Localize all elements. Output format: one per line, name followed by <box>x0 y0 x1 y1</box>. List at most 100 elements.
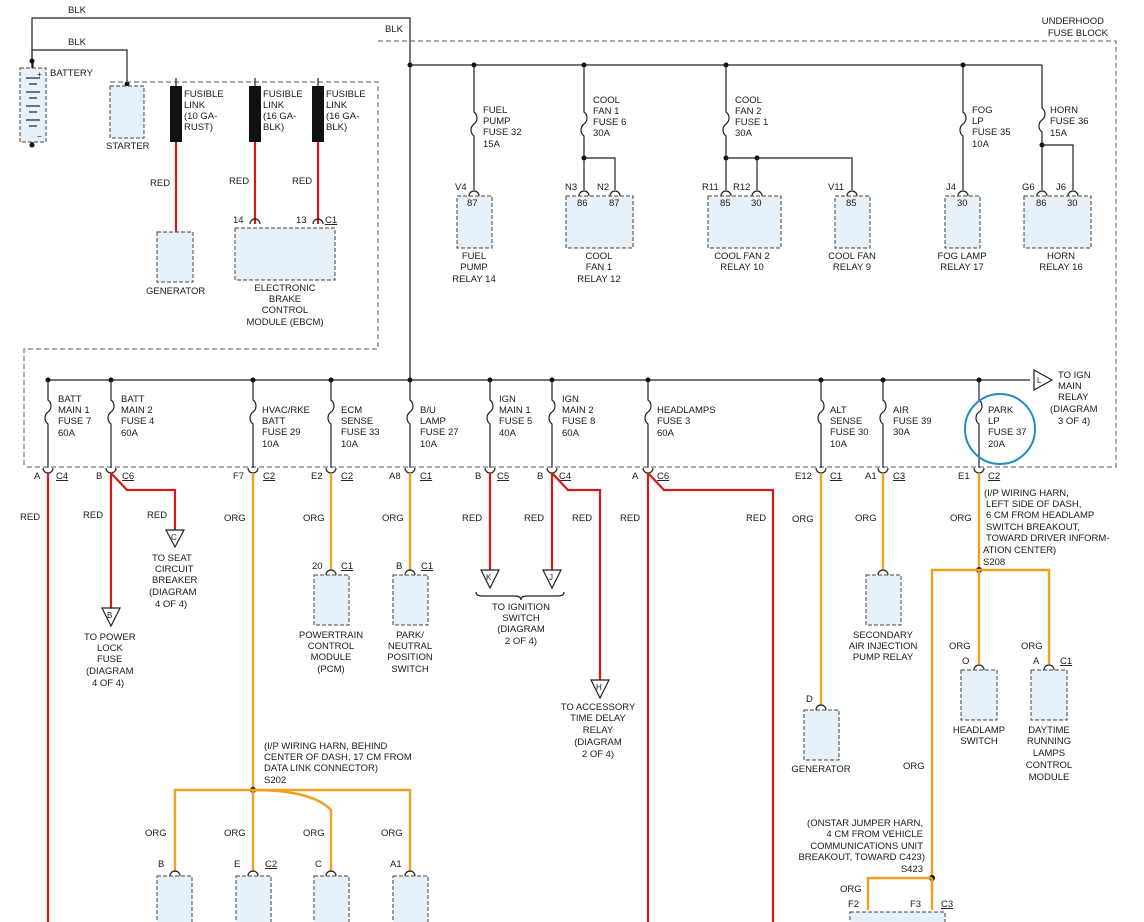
ebcm-label: CONTROL <box>262 305 308 316</box>
relay-pin: R12 <box>733 182 750 193</box>
splice-s423-label: 4 CM FROM VEHICLE <box>826 829 923 840</box>
to-ign-label: TO IGN <box>1058 370 1091 381</box>
bus-fuse-text: 40A <box>499 428 517 439</box>
relay-terminal: 30 <box>957 198 968 209</box>
wire-label-org: ORG <box>303 513 325 524</box>
branch-connector: C2 <box>265 859 277 870</box>
to-ign-label: RELAY <box>1058 392 1089 403</box>
pcm-label: MODULE <box>311 652 352 663</box>
relay-label: RELAY 16 <box>1039 262 1082 273</box>
connector-arcs <box>42 467 985 474</box>
splice-s208-label: 6 CM FROM HEADLAMP <box>986 510 1094 521</box>
relay-label: FAN 1 <box>586 262 612 273</box>
relay-terminal: 86 <box>1036 198 1047 209</box>
wire-label-org: ORG <box>855 513 877 524</box>
relay-label: RELAY 9 <box>833 262 871 273</box>
bus-fuse-hvac-rke: HVAC/RKE BATT FUSE 29 10A F7 C2 <box>233 377 310 482</box>
wire-label-red: RED <box>620 513 640 524</box>
fusible-link-3-text: LINK <box>326 100 348 111</box>
bus-fuse-connector: C6 <box>122 471 134 482</box>
fuse-text: LP <box>972 116 984 127</box>
fuse-text: FUSE 6 <box>593 117 626 128</box>
relay-label: FUEL <box>462 251 486 262</box>
to-ign-label: 3 OF 4) <box>1058 416 1090 427</box>
underhood-fuse-block-boundary <box>24 40 1117 468</box>
wire-label-org: ORG <box>949 641 971 652</box>
bus-fuse-headlamps: HEADLAMPS FUSE 3 60A A C6 <box>632 377 716 482</box>
wire-label-red: RED <box>20 512 40 523</box>
drl-pin: A <box>1033 656 1040 667</box>
pcm: 20 C1 POWERTRAIN CONTROL MODULE (PCM) <box>299 561 363 675</box>
relay-terminal: 85 <box>846 198 857 209</box>
splice-s202-label: (I/P WIRING HARN, BEHIND <box>264 741 387 752</box>
branch-pin: A1 <box>390 859 402 870</box>
to-seat-label: BREAKER <box>152 575 198 586</box>
drl-connector: C1 <box>1060 656 1072 667</box>
bus-fuse-text: MAIN 2 <box>562 405 594 416</box>
bus-fuse-pin: B <box>475 471 481 482</box>
bus-fuse-connector: C3 <box>893 471 905 482</box>
to-accessory-label: TIME DELAY <box>570 713 626 724</box>
to-seat-label: (DIAGRAM <box>149 587 197 598</box>
bus-fuse-text: AIR <box>893 405 909 416</box>
secondary-air-label: SECONDARY <box>853 630 914 641</box>
bus-fuse-connector: C1 <box>830 471 842 482</box>
bus-fuse-text: ALT <box>830 405 847 416</box>
drl-label: DAYTIME <box>1028 725 1070 736</box>
drl-label: LAMPS <box>1033 748 1065 759</box>
to-power-lock-flag-letter: B <box>107 611 112 620</box>
fuse-text: COOL <box>593 95 620 106</box>
drl-label: CONTROL <box>1026 760 1072 771</box>
to-ign-label: (DIAGRAM <box>1050 404 1098 415</box>
wire-label-org: ORG <box>950 513 972 524</box>
wire-label-org: ORG <box>303 828 325 839</box>
to-ignition-flag-k: K <box>486 573 492 582</box>
wire-red-accessory <box>551 472 602 680</box>
wire-label-red: RED <box>150 178 170 189</box>
wire-label-red: RED <box>462 513 482 524</box>
park-neutral-switch: B C1 PARK/ NEUTRAL POSITION SWITCH <box>387 561 433 675</box>
bus-fuse-text: FUSE 8 <box>562 416 595 427</box>
park-neutral-label: PARK/ <box>396 630 424 641</box>
ebcm-pin-14: 14 <box>233 215 244 226</box>
bus-fuse-bu-lamp: B/U LAMP FUSE 27 10A A8 C1 <box>389 377 459 482</box>
park-neutral-label: POSITION <box>387 652 433 663</box>
s423-pin-f3: F3 <box>910 899 921 910</box>
bus-fuse-text: FUSE 5 <box>499 416 532 427</box>
highlight-circle <box>964 393 1036 465</box>
splice-s208-label: (I/P WIRING HARN, <box>984 488 1069 499</box>
to-seat-label: CIRCUIT <box>155 564 194 575</box>
pcm-connector: C1 <box>341 561 353 572</box>
bus-fuse-pin: A1 <box>865 471 877 482</box>
fusible-link-1-text: RUST) <box>184 122 213 133</box>
relay-cool-fan-1: N3 N2 86 87 COOL FAN 1 RELAY 12 <box>565 182 634 285</box>
relay-label: RELAY 17 <box>940 262 983 273</box>
bus-fuse-ecm-sense: ECM SENSE FUSE 33 10A E2 C2 <box>311 377 380 482</box>
fuse-text: 15A <box>483 139 501 150</box>
park-neutral-label: SWITCH <box>391 664 429 675</box>
relay-pin: N2 <box>597 182 609 193</box>
park-neutral-label: NEUTRAL <box>388 641 432 652</box>
bus-fuse-pin: A8 <box>389 471 401 482</box>
splice-s423-label: (ONSTAR JUMPER HARN, <box>807 818 923 829</box>
bus-fuse-text: B/U <box>420 405 436 416</box>
bus-fuse-text: 20A <box>988 439 1006 450</box>
to-accessory-label: TO ACCESSORY <box>561 702 636 713</box>
bus-fuse-text: 10A <box>830 439 848 450</box>
fusible-link-2: FUSIBLE LINK (16 GA- BLK) RED <box>229 78 303 224</box>
relay-terminal: 87 <box>609 198 620 209</box>
pcm-label: CONTROL <box>308 641 354 652</box>
fusible-link-1: FUSIBLE LINK (10 GA- RUST) RED <box>150 78 224 232</box>
fuse-text: FAN 1 <box>593 106 619 117</box>
bus-fuse-connector: C4 <box>559 471 571 482</box>
splice-s423-id: S423 <box>901 864 923 875</box>
splice-s202-label: CENTER OF DASH, 17 CM FROM <box>264 752 412 763</box>
bus-fuse-alt-sense: ALT SENSE FUSE 30 10A E12 C1 <box>795 377 869 482</box>
splice-s202: (I/P WIRING HARN, BEHIND CENTER OF DASH,… <box>145 741 412 872</box>
fuse-text: FOG <box>972 105 993 116</box>
generator-label: GENERATOR <box>791 764 850 775</box>
bus-fuse-text: 30A <box>893 427 911 438</box>
branch-pin: C <box>315 859 322 870</box>
relay-horn: G6 J6 86 30 HORN RELAY 16 <box>1022 182 1092 273</box>
